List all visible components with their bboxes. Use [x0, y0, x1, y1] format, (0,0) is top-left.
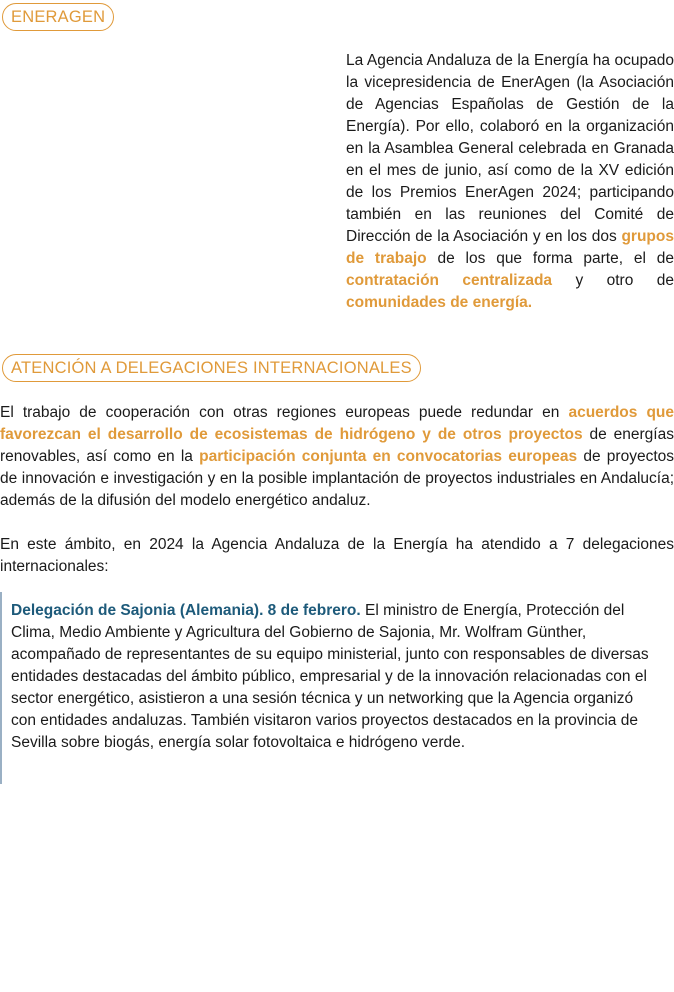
delegation-quote-text: Delegación de Sajonia (Alemania). 8 de f…: [11, 600, 661, 754]
contratacion-centralizada-highlight: contratación centralizada: [346, 272, 553, 289]
eneragen-paragraph: La Agencia Andaluza de la Energía ha ocu…: [346, 50, 674, 314]
coop-text-1: El trabajo de cooperación con otras regi…: [0, 404, 569, 421]
grupos-de-trabajo-link: grupos de trabajo: [346, 228, 674, 267]
delegation-body: El ministro de Energía, Protección del C…: [11, 602, 649, 751]
coop-text-2: de energías renovables, así como en la: [0, 426, 674, 465]
eneragen-text-1: La Agencia Andaluza de la Energía ha ocu…: [346, 52, 674, 245]
delegation-title: Delegación de Sajonia (Alemania). 8 de f…: [11, 602, 361, 619]
eneragen-text-2: de los que forma parte, el de: [426, 250, 674, 267]
coop-text-3: de proyectos de innovación e investigaci…: [0, 448, 674, 509]
convocatorias-highlight: participación conjunta en convocatorias …: [199, 448, 578, 465]
section-heading-eneragen: ENERAGEN: [2, 3, 115, 31]
comunidades-energia-highlight: comunidades de energía.: [346, 294, 533, 311]
acuerdos-highlight: acuerdos que favorezcan el desarrollo de…: [0, 404, 674, 443]
ambito-paragraph: En este ámbito, en 2024 la Agencia Andal…: [0, 536, 674, 575]
cooperation-paragraph: El trabajo de cooperación con otras regi…: [0, 402, 674, 512]
section-heading-delegaciones: ATENCIÓN A DELEGACIONES INTERNACIONALES: [2, 354, 421, 382]
eneragen-text-3: y otro de: [552, 272, 674, 289]
delegation-quote-block: Delegación de Sajonia (Alemania). 8 de f…: [0, 592, 674, 784]
